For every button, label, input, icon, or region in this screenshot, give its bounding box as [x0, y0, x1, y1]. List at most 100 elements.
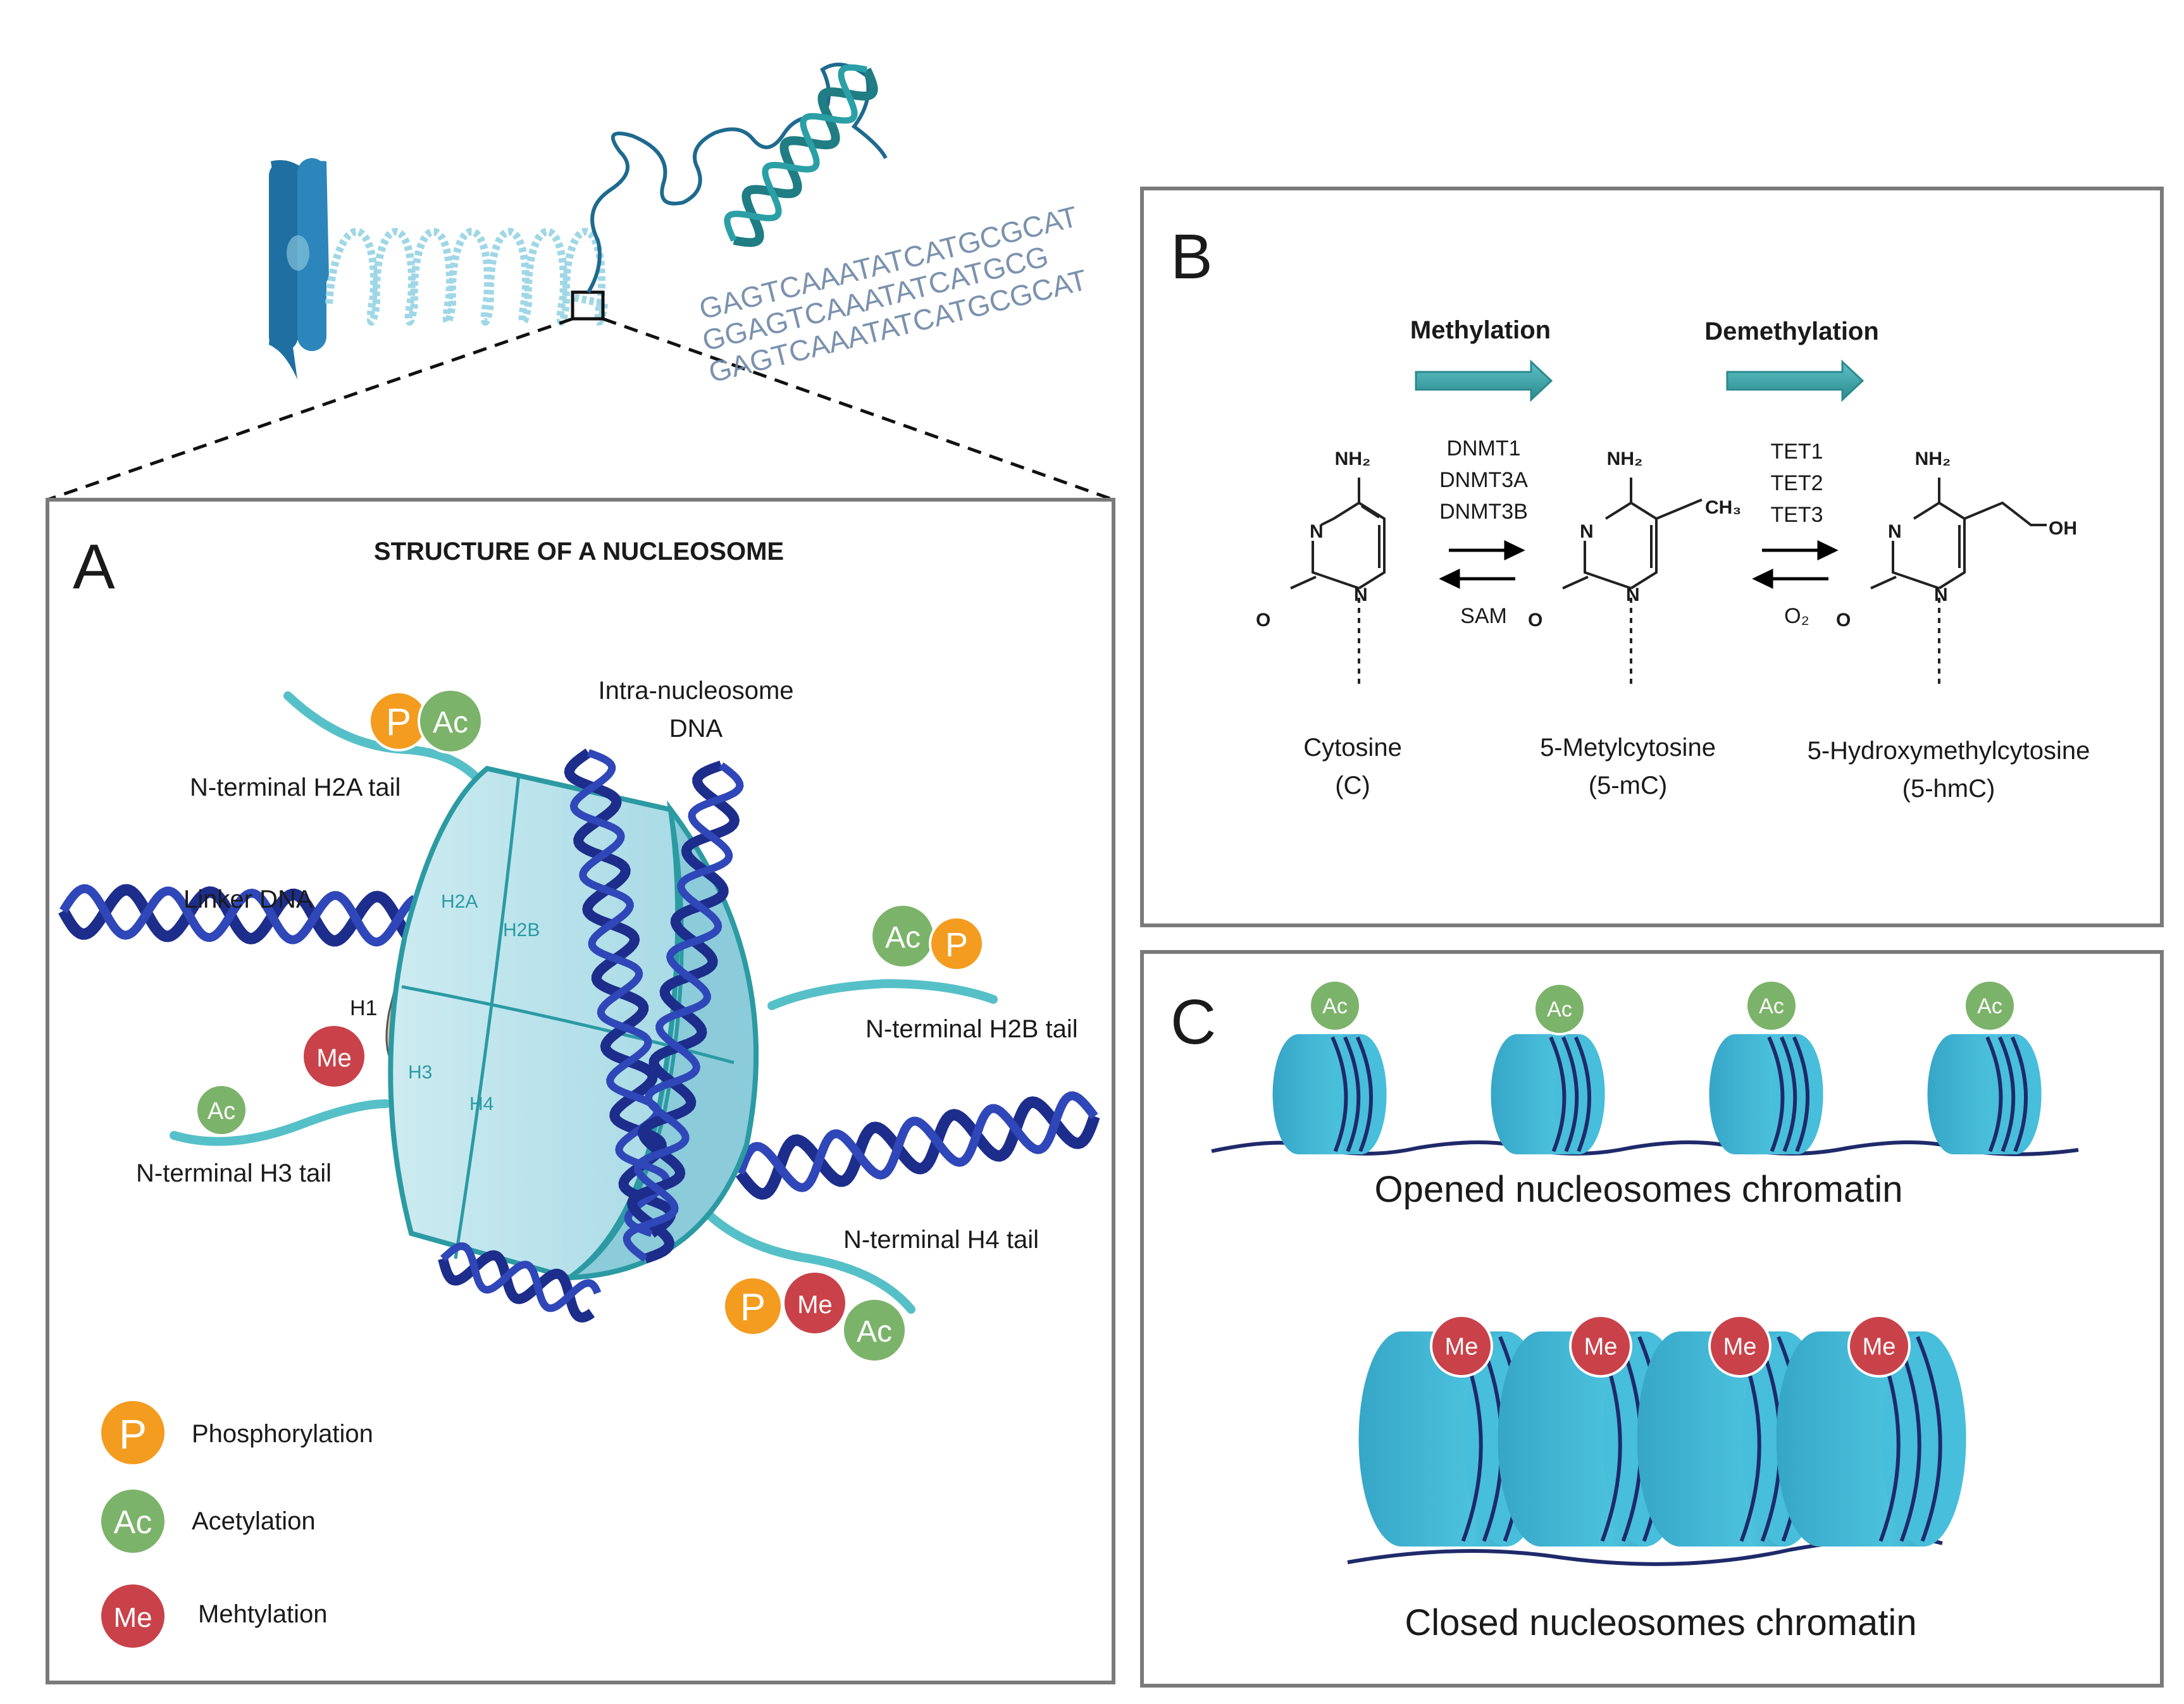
legend-acetyl-text: Acetylation [192, 1507, 316, 1535]
demethylation-arrow-icon [1726, 359, 1864, 402]
panel-b-letter: B [1170, 221, 1213, 292]
opened-nucleosome-4 [1927, 1034, 2042, 1154]
legend-phospho-symbol: P [119, 1411, 147, 1457]
opened-acetyl-mark-4-label: Ac [1977, 994, 2002, 1018]
h3-tail [170, 1099, 390, 1146]
closed-methyl-mark-4-label: Me [1863, 1334, 1896, 1361]
enzyme-dnmt3b: DNMT3B [1439, 500, 1528, 524]
opened-acetyl-mark-3-label: Ac [1759, 994, 1784, 1018]
opened-acetyl-mark-2-icon [1533, 982, 1586, 1035]
closed-nucleosome-4 [1776, 1331, 1966, 1547]
hmc-nh2: NH₂ [1915, 448, 1951, 469]
methylation-arrow-icon [1415, 359, 1553, 402]
methylcytosine-nh2: NH₂ [1607, 448, 1643, 469]
linker-dna-label: Linker DNA [183, 886, 313, 913]
closed-chromatin-label: Closed nucleosomes chromatin [1405, 1602, 1916, 1643]
enzyme-tet1: TET1 [1770, 440, 1823, 464]
thin-dna-strand [586, 63, 888, 293]
opened-acetyl-mark-3-icon [1745, 979, 1798, 1032]
histone-h3-label: H3 [408, 1062, 432, 1083]
hmc-n1: N [1934, 584, 1948, 605]
h4-tail-marks: P Me Ac [723, 1270, 907, 1363]
cytosine-name: Cytosine [1303, 734, 1402, 762]
coiled-chromatin [325, 228, 609, 326]
histone-h4-label: H4 [469, 1094, 493, 1114]
linker-dna [58, 884, 1100, 1200]
intra-dna-label-1: Intra-nucleosome [598, 677, 793, 705]
methylcytosine-name: 5-Metylcytosine [1540, 734, 1716, 762]
legend-phospho-text: Phosphorylation [192, 1420, 373, 1448]
closed-methyl-mark-1-label: Me [1445, 1334, 1479, 1361]
h3-acetyl-label: Ac [208, 1098, 235, 1125]
hydroxymethylcytosine-structure [1870, 478, 2047, 686]
methylation-heading: Methylation [1410, 316, 1551, 344]
opened-acetyl-mark-2-label: Ac [1547, 997, 1572, 1022]
methylcytosine-structure [1562, 478, 1703, 686]
cytosine-structure [1290, 478, 1386, 686]
opened-nucleosome-1 [1272, 1034, 1387, 1154]
methylcytosine-ch3: CH₃ [1705, 497, 1741, 518]
enzyme-tet2: TET2 [1770, 471, 1823, 495]
h2b-tail-marks: Ac P [870, 903, 984, 972]
h2a-tail-marks: P Ac [368, 688, 483, 754]
panel-a: A STRUCTURE OF A NUCLEOSOME H2A H2B [46, 498, 1115, 1684]
enzyme-dnmt1: DNMT1 [1446, 436, 1520, 460]
histone-h2b-label: H2B [503, 920, 540, 941]
hmc-o: O [1836, 610, 1851, 631]
methylcytosine-n3: N [1580, 521, 1594, 542]
panel-c-frame [1140, 950, 2164, 1688]
h2b-acetyl-label: Ac [885, 921, 921, 954]
reaction-arrows-1 [1439, 540, 1525, 589]
intra-nucleosome-dna [438, 748, 744, 1323]
opened-nucleosome-2 [1491, 1034, 1605, 1154]
closed-methyl-mark-2-label: Me [1584, 1334, 1618, 1361]
h4-acetyl-label: Ac [857, 1315, 892, 1349]
opened-nucleosome-3 [1709, 1034, 1823, 1154]
enzyme-dnmt3a: DNMT3A [1439, 468, 1528, 492]
cytosine-nh2: NH₂ [1335, 448, 1371, 469]
h2a-phospho-label: P [386, 701, 411, 743]
opened-nucleosomes: Ac Ac Ac Ac [1272, 979, 2042, 1154]
h3-tail-label: N-terminal H3 tail [136, 1159, 332, 1187]
opened-chromatin-label: Opened nucleosomes chromatin [1374, 1169, 1902, 1210]
cytosine-abbr: (C) [1335, 772, 1370, 800]
h4-tail [704, 1210, 915, 1314]
closed-methyl-mark-4-icon [1847, 1314, 1911, 1378]
panel-b-frame [1140, 187, 2164, 927]
chromosome-icon [269, 158, 329, 380]
h2b-phospho-label: P [945, 926, 968, 964]
panel-a-frame [46, 498, 1115, 1684]
h3-methyl-mark [301, 1023, 367, 1089]
legend-acetyl-icon [99, 1487, 167, 1555]
h4-phospho-label: P [740, 1286, 766, 1328]
h2b-tail [767, 979, 998, 1010]
methylcytosine-o: O [1528, 610, 1542, 631]
legend-phospho-icon [99, 1398, 167, 1467]
demethylation-heading: Demethylation [1704, 318, 1879, 345]
panel-a-letter: A [73, 531, 115, 602]
opened-acetyl-mark-1-label: Ac [1322, 994, 1348, 1018]
h2b-phospho-mark [929, 916, 984, 972]
closed-methyl-mark-1-icon [1430, 1314, 1493, 1378]
opened-acetyl-mark-4-icon [1963, 979, 2016, 1032]
histone-h2a-label: H2A [441, 891, 478, 912]
h4-methyl-mark [782, 1270, 848, 1336]
chromosome-illustration: GAGTCAAATATCATGCGCAT GGAGTCAAATATCATGCG … [47, 63, 1114, 502]
double-helix-top [724, 64, 878, 247]
hmc-n3: N [1888, 521, 1902, 542]
zoom-box [47, 290, 1114, 502]
legend-methyl-symbol: Me [113, 1602, 152, 1633]
closed-nucleosomes: Me Me Me Me [1358, 1314, 1966, 1547]
h4-acetyl-mark [841, 1297, 907, 1363]
h2a-acetyl-label: Ac [433, 706, 468, 739]
h3-tail-marks: Me Ac [195, 1023, 367, 1137]
h2b-tail-label: N-terminal H2B tail [866, 1015, 1078, 1043]
enzyme-tet3: TET3 [1770, 503, 1823, 527]
hmc-oh: OH [2049, 518, 2077, 539]
h1-label: H1 [350, 996, 377, 1020]
opened-acetyl-mark-1-icon [1308, 979, 1362, 1032]
closed-methyl-mark-3-label: Me [1723, 1334, 1757, 1361]
legend-methyl-icon [99, 1582, 167, 1650]
